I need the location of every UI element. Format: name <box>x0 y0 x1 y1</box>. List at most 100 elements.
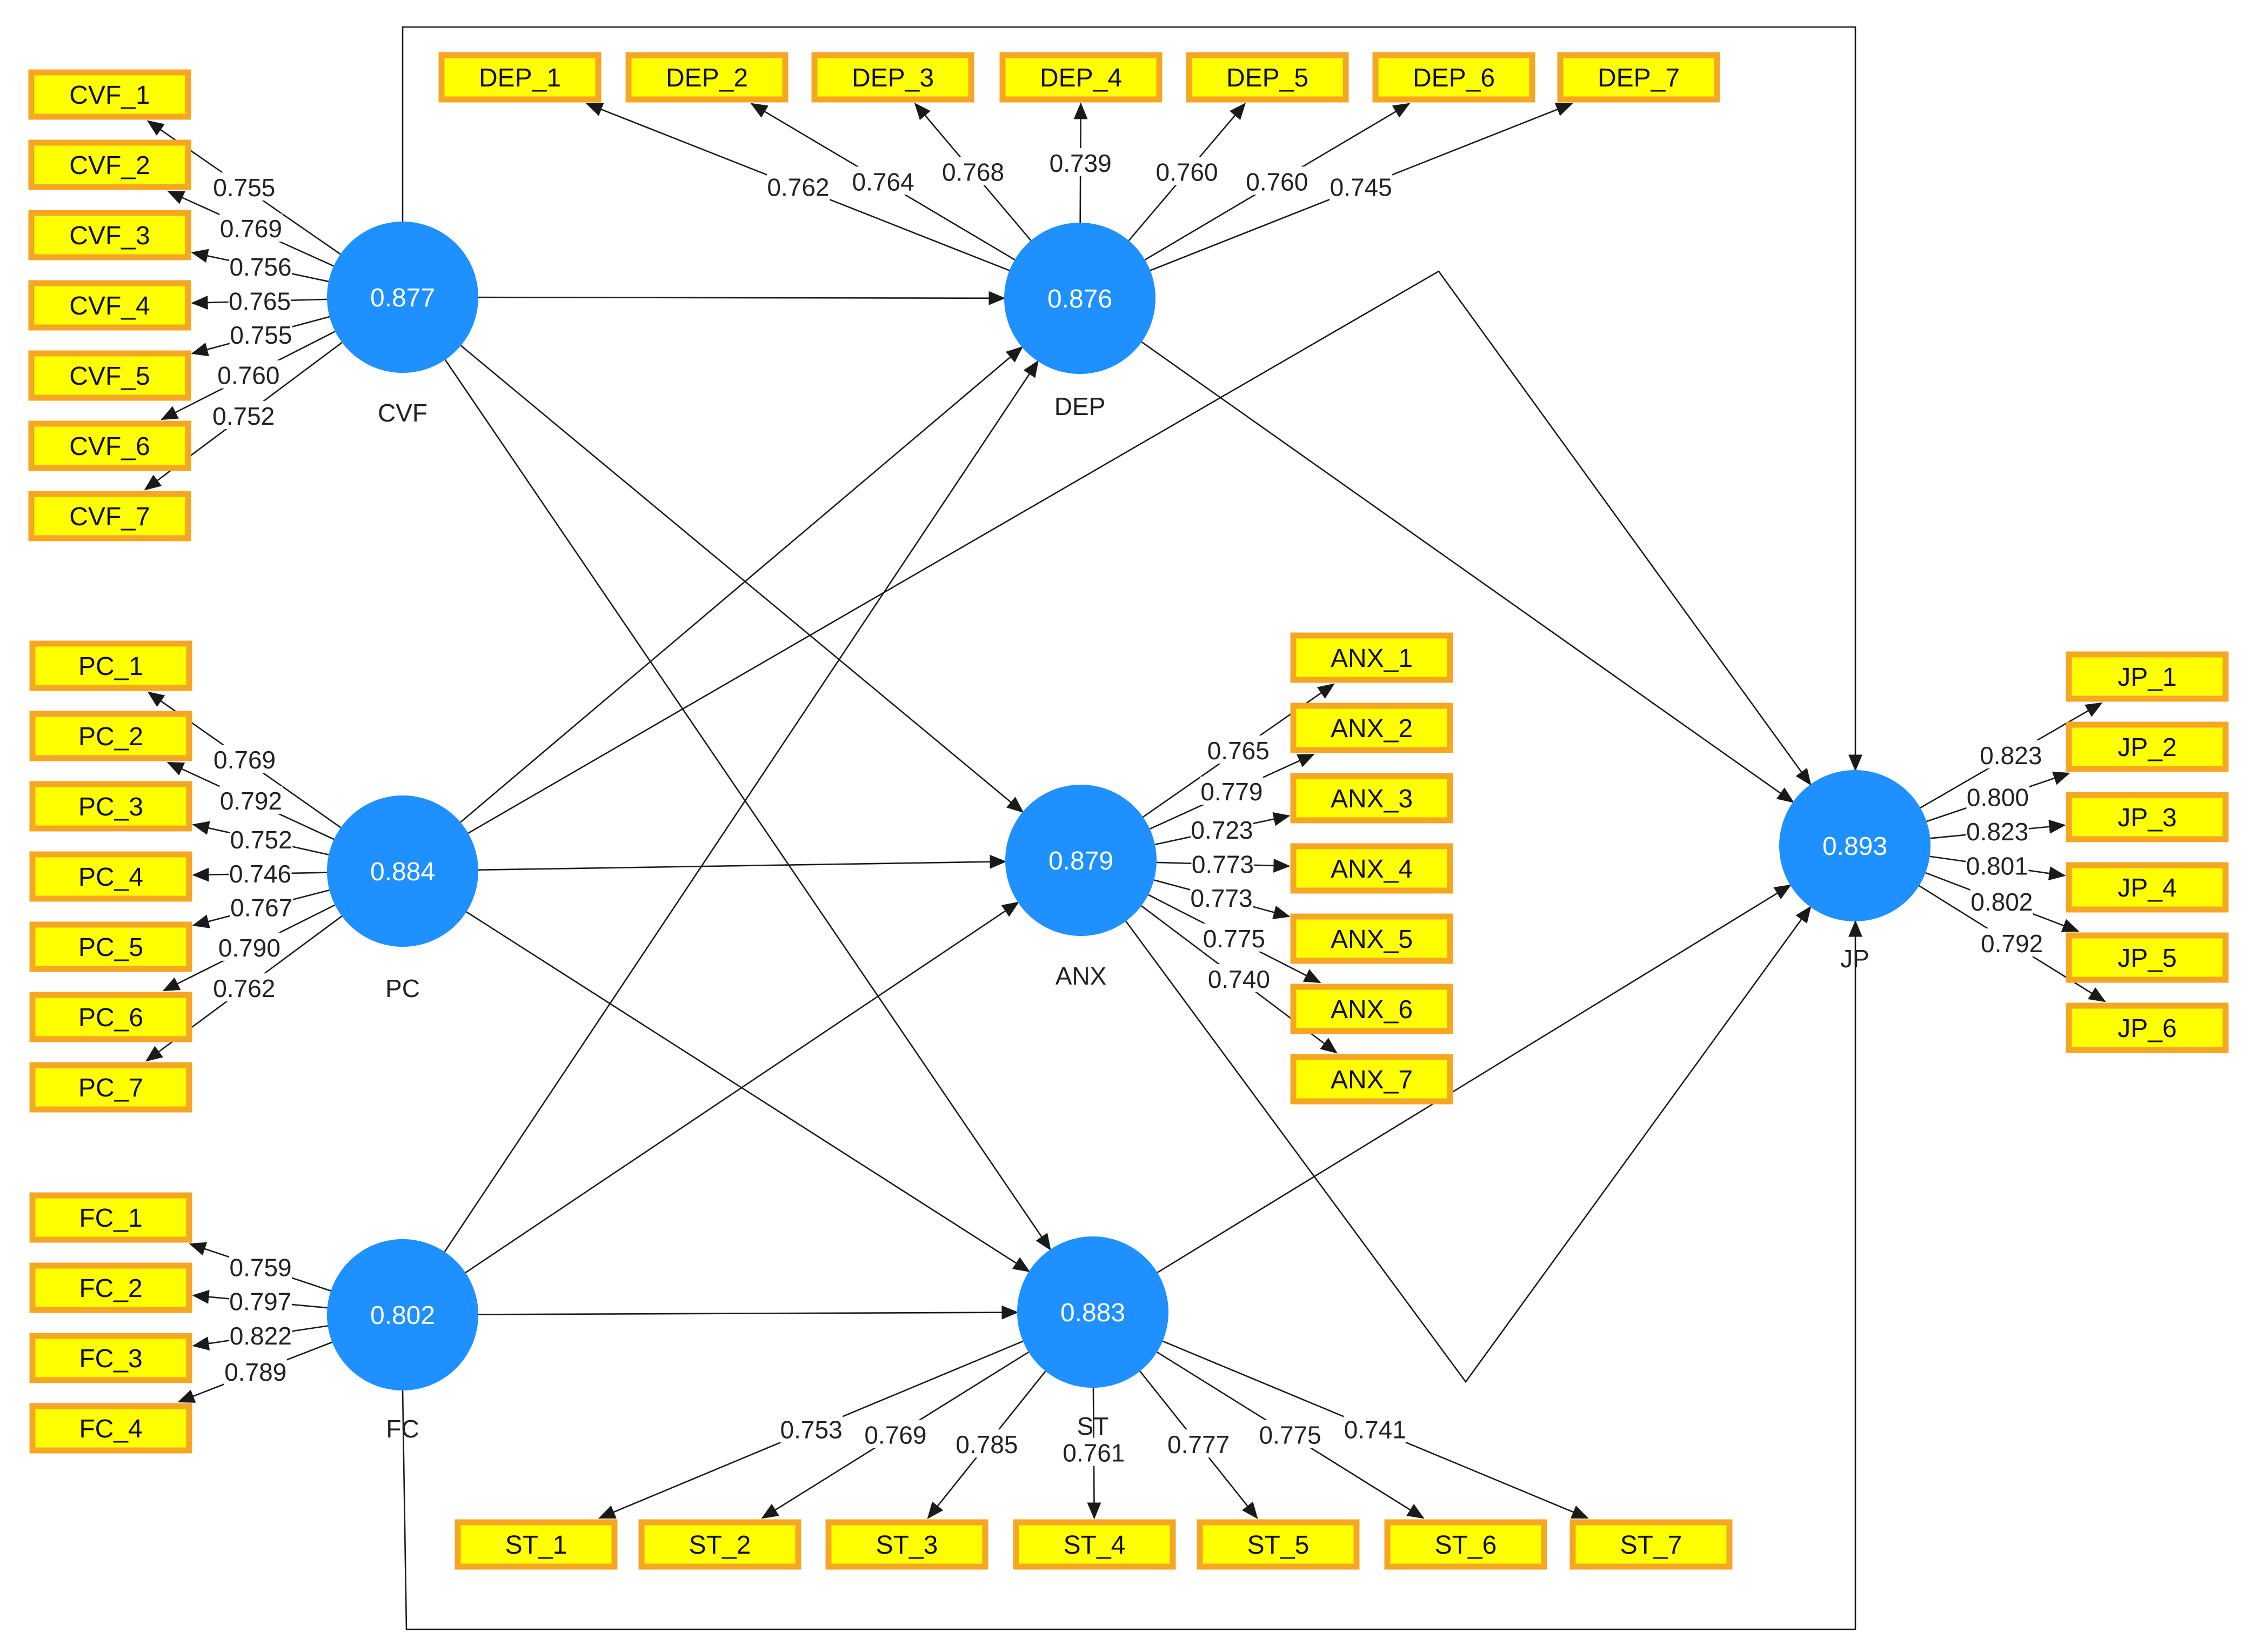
loading-label-cvf_1: 0.755 <box>213 173 275 202</box>
indicator-cvf_2: CVF_2 <box>28 139 191 190</box>
loading-label-st_6: 0.775 <box>1259 1421 1321 1449</box>
r-squared-value: 0.884 <box>370 858 435 886</box>
indicator-box <box>1013 1519 1176 1570</box>
indicator-box <box>29 851 192 902</box>
indicator-cvf_6: CVF_6 <box>28 420 191 471</box>
indicator-box <box>28 139 191 190</box>
indicator-box <box>2066 1002 2229 1053</box>
loading-label-bg <box>212 172 276 201</box>
loading-label-anx_2: 0.779 <box>1200 778 1263 806</box>
indicator-label: ANX_2 <box>1331 714 1413 743</box>
indicator-cvf_4: CVF_4 <box>28 280 191 331</box>
indicator-box <box>1186 52 1349 103</box>
loading-label-cvf_4: 0.765 <box>229 287 291 315</box>
loading-label-pc_1: 0.769 <box>213 746 276 774</box>
path-fc-to-dep <box>444 360 1039 1253</box>
loading-label-anx_7: 0.740 <box>1208 965 1270 993</box>
indicator-dep_1: DEP_1 <box>438 52 602 103</box>
indicator-anx_7: ANX_7 <box>1290 1054 1453 1105</box>
loading-label-fc_2: 0.797 <box>229 1288 291 1316</box>
path-fc-to-anx <box>465 901 1019 1274</box>
indicator-fc_3: FC_3 <box>29 1333 192 1383</box>
indicator-anx_3: ANX_3 <box>1290 773 1453 824</box>
indicator-st_1: ST_1 <box>455 1519 618 1570</box>
path-fc-to-jp <box>402 920 1862 1630</box>
loading-label-bg <box>1062 1437 1125 1466</box>
indicator-label: CVF_5 <box>69 362 150 391</box>
indicator-label: CVF_3 <box>69 222 150 250</box>
path-pc-to-jp <box>467 270 1812 834</box>
loading-label-jp_2: 0.800 <box>1967 784 2029 812</box>
indicator-box <box>1290 632 1453 683</box>
indicator-label: JP_5 <box>2118 944 2176 973</box>
indicator-label: PC_5 <box>78 933 143 962</box>
loading-label-dep_5: 0.760 <box>1155 158 1218 186</box>
indicator-st_7: ST_7 <box>1569 1519 1733 1570</box>
loading-label-pc_3: 0.752 <box>230 826 292 854</box>
indicator-box <box>2066 651 2229 702</box>
loading-label-bg <box>229 1320 292 1349</box>
indicator-label: ST_4 <box>1064 1531 1126 1560</box>
loading-label-bg <box>213 745 276 773</box>
indicator-anx_2: ANX_2 <box>1290 703 1453 753</box>
indicator-label: CVF_7 <box>69 503 150 531</box>
loading-label-jp_1: 0.823 <box>1980 741 2042 770</box>
loading-label-bg <box>224 1356 287 1385</box>
indicator-box <box>825 1519 988 1570</box>
indicator-jp_1: JP_1 <box>2066 651 2229 702</box>
latent-circle <box>327 222 478 373</box>
indicator-label: CVF_2 <box>69 151 150 180</box>
indicator-st_6: ST_6 <box>1384 1519 1547 1570</box>
loading-label-bg <box>228 286 291 315</box>
loading-label-anx_1: 0.765 <box>1207 737 1270 765</box>
indicator-label: ANX_4 <box>1331 855 1413 884</box>
indicator-box <box>2066 792 2229 842</box>
indicator-label: PC_4 <box>78 863 143 892</box>
loadings-layer: 0.7550.7690.7560.7650.7550.7600.7520.769… <box>212 148 2043 1467</box>
indicator-dep_3: DEP_3 <box>811 52 974 103</box>
indicator-label: ST_7 <box>1620 1531 1682 1560</box>
loading-label-bg <box>1167 1429 1230 1458</box>
indicator-box <box>1290 984 1453 1034</box>
loading-label-bg <box>955 1429 1018 1458</box>
indicator-box <box>1372 52 1535 103</box>
indicator-label: DEP_5 <box>1226 64 1308 92</box>
loading-label-bg <box>766 172 830 200</box>
loading-label-bg <box>1330 172 1393 200</box>
indicator-box <box>1290 703 1453 753</box>
indicator-box <box>1557 52 1720 103</box>
indicator-box <box>29 992 192 1042</box>
indicator-label: FC_4 <box>79 1415 142 1443</box>
latent-name: JP <box>1840 945 1869 973</box>
indicator-label: DEP_1 <box>479 64 561 92</box>
indicator-label: DEP_3 <box>852 64 934 92</box>
indicator-box <box>2066 721 2229 772</box>
path-dep-to-jp <box>1141 341 1794 803</box>
indicator-anx_6: ANX_6 <box>1290 984 1453 1034</box>
loading-label-bg <box>1259 1420 1322 1448</box>
indicator-dep_4: DEP_4 <box>999 52 1163 103</box>
r-squared-value: 0.893 <box>1822 832 1887 861</box>
indicator-box <box>1290 773 1453 824</box>
indicator-box <box>28 210 191 260</box>
indicator-box <box>29 1062 192 1113</box>
indicator-label: DEP_7 <box>1598 64 1680 92</box>
latent-name: ANX <box>1056 962 1107 990</box>
indicator-pc_1: PC_1 <box>29 640 192 691</box>
indicator-box <box>2066 862 2229 913</box>
indicator-box <box>1197 1519 1360 1570</box>
loading-label-dep_6: 0.760 <box>1246 168 1308 196</box>
latent-circle <box>327 1239 478 1390</box>
path-anx-to-jp <box>1125 906 1812 1383</box>
loading-label-bg <box>219 786 283 814</box>
loading-label-dep_4: 0.739 <box>1050 149 1112 177</box>
indicator-dep_7: DEP_7 <box>1557 52 1720 103</box>
indicator-label: ANX_5 <box>1331 925 1413 954</box>
loading-label-dep_2: 0.764 <box>852 168 914 196</box>
loading-label-bg <box>229 252 292 280</box>
loading-label-bg <box>212 400 275 429</box>
indicator-box <box>28 280 191 331</box>
